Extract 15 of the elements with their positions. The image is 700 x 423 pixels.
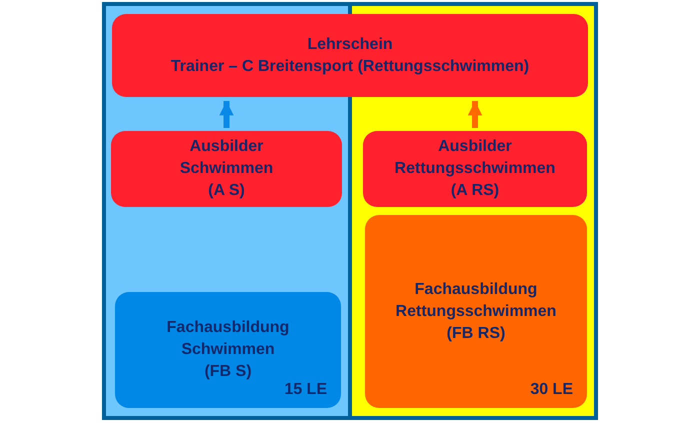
training-box [115, 292, 341, 408]
arrow [219, 101, 234, 128]
hours-label: 30 LE [530, 380, 573, 400]
box-label: Fachausbildung Schwimmen (FB S) [166, 318, 290, 382]
arrow [468, 101, 482, 128]
box-label: Ausbilder Rettungsschwimmen (A RS) [394, 137, 556, 201]
box-label: Ausbilder Schwimmen (A S) [178, 137, 274, 201]
certificate-box [112, 14, 588, 97]
box-label: Lehrschein [307, 34, 393, 54]
course-box [111, 131, 342, 207]
training-box [365, 215, 587, 408]
hours-label: 15 LE [284, 380, 327, 400]
box-label: Trainer – C Breitensport (Rettungsschwimmen) [170, 56, 530, 76]
course-box [363, 131, 587, 207]
box-label: Fachausbildung Rettungsschwimmen (FB RS) [394, 280, 558, 344]
